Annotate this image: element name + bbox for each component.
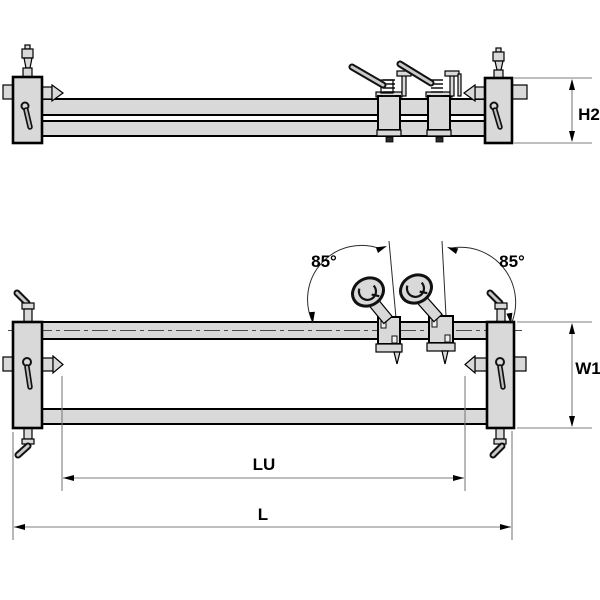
arrowhead-up	[569, 323, 575, 334]
clamp-handle-bottom-face	[16, 444, 30, 457]
front-rail-upper	[41, 98, 486, 116]
dimension-lu	[61, 376, 466, 491]
t-screw-rod	[401, 73, 407, 97]
block-body	[483, 76, 514, 145]
carriage-body	[377, 95, 401, 131]
knob-spoke	[371, 293, 380, 298]
clamp-handle-bottom-face	[491, 444, 504, 457]
carriage-bottom-plate	[376, 129, 402, 137]
stop-pin	[457, 73, 462, 97]
dimension-h2	[514, 77, 592, 144]
label-angle-right: 85°	[499, 252, 525, 271]
arrowhead-lower	[506, 312, 513, 324]
label-h2: H2	[578, 105, 600, 124]
star-knob	[399, 273, 433, 305]
knob-lobe	[405, 281, 426, 298]
arrowhead-left	[63, 475, 74, 481]
plan-rail-lower	[41, 408, 488, 425]
carriage-foot	[435, 136, 444, 143]
knob-ring	[399, 273, 433, 305]
angle-dimension-left	[307, 244, 387, 324]
dimension-l	[12, 431, 513, 540]
screw-stem	[494, 60, 504, 71]
center-pin-tip	[462, 83, 476, 103]
lock-lever-face	[493, 108, 502, 129]
plan-end-block-right	[464, 289, 527, 459]
angle-dimension-right	[447, 246, 517, 324]
clamp-stem-top	[23, 308, 33, 323]
plan-knob-carriage-2	[399, 273, 456, 365]
arrowhead-down	[569, 131, 575, 142]
lock-lever-face	[24, 108, 32, 129]
toggle-handle-face	[398, 62, 433, 85]
center-pin-base	[474, 357, 488, 372]
front-end-block-left	[2, 44, 65, 145]
arrowhead-right	[500, 524, 511, 530]
lock-lever-face	[25, 365, 32, 389]
angle-reference-line-right	[441, 240, 447, 317]
carriage-bottom-plate	[426, 129, 452, 137]
label-l: L	[257, 505, 269, 524]
arrowhead-lower	[308, 311, 315, 323]
clamp-stem-top	[496, 308, 506, 323]
t-screw-cap	[444, 70, 460, 77]
arrowhead-up	[569, 79, 575, 90]
plan-end-block-left	[2, 289, 64, 459]
carriage-slot	[444, 334, 451, 343]
screw-nut	[492, 51, 505, 62]
dimension-w1	[517, 321, 592, 429]
knob-ring	[351, 276, 385, 308]
clamp-handle-top-face	[15, 291, 29, 305]
center-pin-tip	[464, 354, 476, 375]
arrowhead-upper	[375, 246, 387, 253]
toggle-handle-face	[350, 65, 385, 87]
plan-knob-carriage-1	[351, 276, 403, 365]
front-end-block-right	[462, 47, 528, 145]
carriage-base	[375, 343, 403, 353]
screw-stem	[23, 57, 33, 69]
carriage-base	[426, 342, 456, 352]
knob-lobe	[357, 284, 378, 301]
scriber-point	[441, 350, 449, 365]
t-screw-rod	[449, 73, 455, 97]
center-pin-tip	[51, 83, 65, 103]
arrowhead-upper	[447, 247, 459, 254]
side-tab	[511, 84, 528, 100]
label-lu: LU	[252, 455, 276, 474]
angle-arc	[451, 246, 517, 323]
carriage-body	[427, 95, 451, 131]
arrowhead-left	[14, 524, 25, 530]
center-pin-base	[41, 86, 53, 100]
clamp-handle-top-face	[488, 291, 502, 305]
center-pin-base	[474, 86, 486, 100]
front-clamp-carriage-1	[348, 63, 412, 143]
arrowhead-down	[569, 416, 575, 427]
knob-spoke	[419, 290, 428, 295]
front-rail-lower	[41, 120, 486, 137]
clamp-stem-bottom	[23, 427, 33, 440]
center-pin-base	[41, 357, 54, 372]
label-angle-left: 85°	[311, 252, 337, 271]
clamp-stem-bottom	[495, 427, 505, 440]
center-pin-tip	[52, 354, 64, 375]
lock-lever-face	[498, 365, 505, 389]
screw-nut	[21, 48, 34, 59]
front-view	[2, 44, 592, 145]
plan-view	[2, 240, 592, 540]
angle-reference-line-left	[388, 240, 397, 319]
star-knob	[351, 276, 385, 308]
screw-base	[22, 67, 33, 78]
scriber-point	[393, 351, 401, 365]
clamp-nut-top	[494, 302, 508, 310]
side-tab	[513, 356, 527, 372]
clamp-nut-top	[21, 302, 35, 310]
angle-arc	[307, 244, 382, 324]
carriage-foot	[385, 136, 394, 143]
arrowhead-right	[453, 475, 464, 481]
label-w1: W1	[575, 359, 600, 378]
carriage-slot	[391, 335, 398, 344]
front-clamp-carriage-2	[396, 60, 462, 143]
